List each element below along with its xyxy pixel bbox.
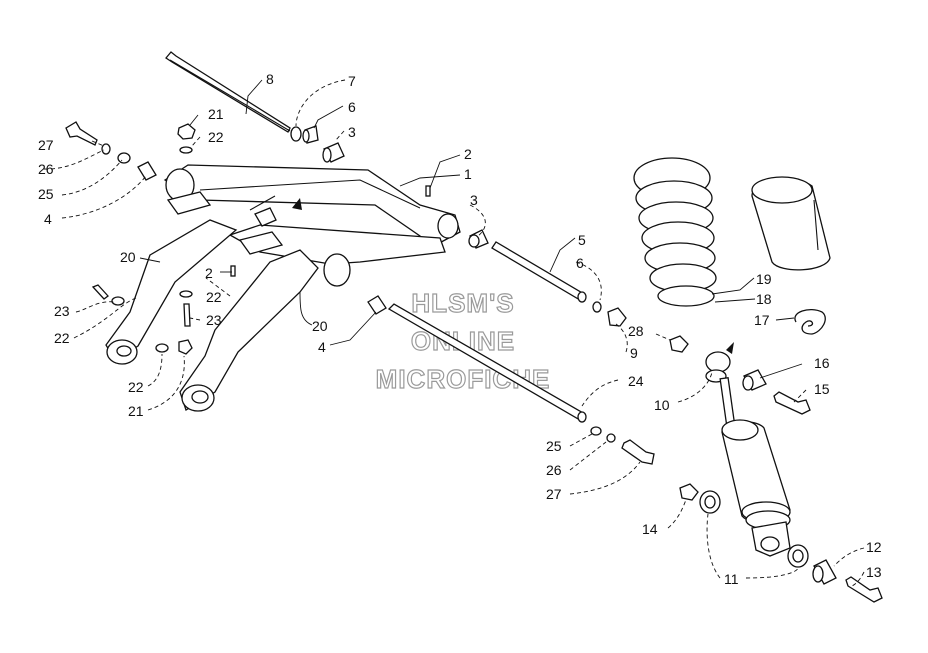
part-coil-spring — [633, 157, 717, 307]
arrow-marker — [292, 198, 302, 210]
part-bushing-top-small — [302, 125, 319, 144]
callout-28: 28 — [628, 323, 644, 339]
part-bushing-pivot — [468, 229, 489, 249]
callout-3: 3 — [348, 124, 356, 140]
callout-4: 4 — [44, 211, 52, 227]
part-washer-25-right — [590, 426, 602, 436]
part-screw-23-mid — [183, 303, 191, 327]
callout-20: 20 — [312, 318, 328, 334]
part-long-bolt — [165, 51, 291, 133]
part-screw-23-left — [91, 284, 109, 300]
callout-22: 22 — [206, 289, 222, 305]
callout-10: 10 — [654, 397, 670, 413]
callout-18: 18 — [756, 291, 772, 307]
part-shaft-24 — [387, 303, 587, 423]
leader-lines — [43, 79, 865, 587]
callout-19: 19 — [756, 271, 772, 287]
callout-14: 14 — [642, 521, 658, 537]
callout-4: 4 — [318, 339, 326, 355]
callout-27: 27 — [38, 137, 54, 153]
callout-11: 11 — [724, 571, 739, 587]
callout-26: 26 — [38, 161, 54, 177]
part-link-left — [105, 219, 238, 365]
part-boot — [751, 176, 831, 271]
callout-23: 23 — [54, 303, 70, 319]
part-shock-absorber — [705, 351, 791, 557]
part-washer-22-left — [111, 296, 125, 306]
callout-12: 12 — [866, 539, 882, 555]
callout-27: 27 — [546, 486, 562, 502]
part-spring-retainer — [794, 308, 826, 335]
callout-6: 6 — [576, 255, 584, 271]
callout-25: 25 — [38, 186, 54, 202]
callout-2: 2 — [464, 146, 472, 162]
part-nut-14 — [679, 483, 699, 501]
callout-7: 7 — [348, 73, 356, 89]
callout-15: 15 — [814, 381, 830, 397]
part-bolt-left — [65, 121, 98, 146]
callout-1: 1 — [464, 166, 472, 182]
callout-2: 2 — [205, 265, 213, 281]
part-nut-21-low — [178, 339, 193, 355]
callout-3: 3 — [470, 192, 478, 208]
arrow-marker-shock — [726, 342, 734, 354]
callout-labels: 8 7 6 3 21 22 27 26 25 4 2 1 3 20 2 22 2… — [38, 71, 882, 587]
part-bushing-16 — [742, 369, 767, 391]
callout-13: 13 — [866, 564, 882, 580]
watermark-line-1: HLSM'S — [411, 288, 514, 318]
part-washer-22-top — [179, 146, 193, 154]
part-bushing-left-4 — [137, 161, 157, 181]
callout-21: 21 — [128, 403, 144, 419]
part-bushing-top — [322, 142, 345, 163]
callout-25: 25 — [546, 438, 562, 454]
watermark: HLSM'S ONLINE MICROFICHE — [375, 287, 550, 394]
part-washer-6-right — [592, 301, 602, 313]
part-bolt-27-right — [621, 439, 655, 465]
part-bushing-11-lower — [787, 544, 809, 568]
part-washer-22-low — [155, 343, 169, 353]
callout-23: 23 — [206, 312, 222, 328]
part-washer-26-right — [606, 433, 616, 443]
part-bolt-15 — [773, 391, 811, 415]
part-bushing-lower-4 — [367, 295, 387, 315]
callout-6: 6 — [348, 99, 356, 115]
callout-22: 22 — [54, 330, 70, 346]
callout-9: 9 — [630, 345, 638, 361]
part-washer-top — [290, 126, 302, 142]
callout-8: 8 — [266, 71, 274, 87]
part-nut-21-top — [177, 123, 196, 140]
callout-20: 20 — [120, 249, 136, 265]
callout-22: 22 — [128, 379, 144, 395]
part-bushing-11-upper — [699, 490, 721, 514]
part-washer-left-26 — [101, 143, 111, 155]
callout-24: 24 — [628, 373, 644, 389]
callout-17: 17 — [754, 312, 770, 328]
part-grease-fitting-lower — [230, 265, 236, 277]
callout-5: 5 — [578, 232, 586, 248]
part-rear-arm — [163, 164, 461, 287]
callout-21: 21 — [208, 106, 224, 122]
part-link-right — [179, 249, 319, 412]
callout-26: 26 — [546, 462, 562, 478]
part-shaft-5 — [491, 241, 587, 303]
part-nut-28 — [669, 335, 689, 353]
part-bushing-12 — [812, 559, 837, 585]
part-nut-9 — [607, 307, 627, 327]
callout-16: 16 — [814, 355, 830, 371]
part-bolt-13 — [845, 576, 883, 603]
part-washer-left-25 — [117, 152, 131, 164]
callout-22: 22 — [208, 129, 224, 145]
part-washer-22-mid — [179, 290, 193, 298]
part-grease-fitting-upper — [425, 185, 431, 197]
